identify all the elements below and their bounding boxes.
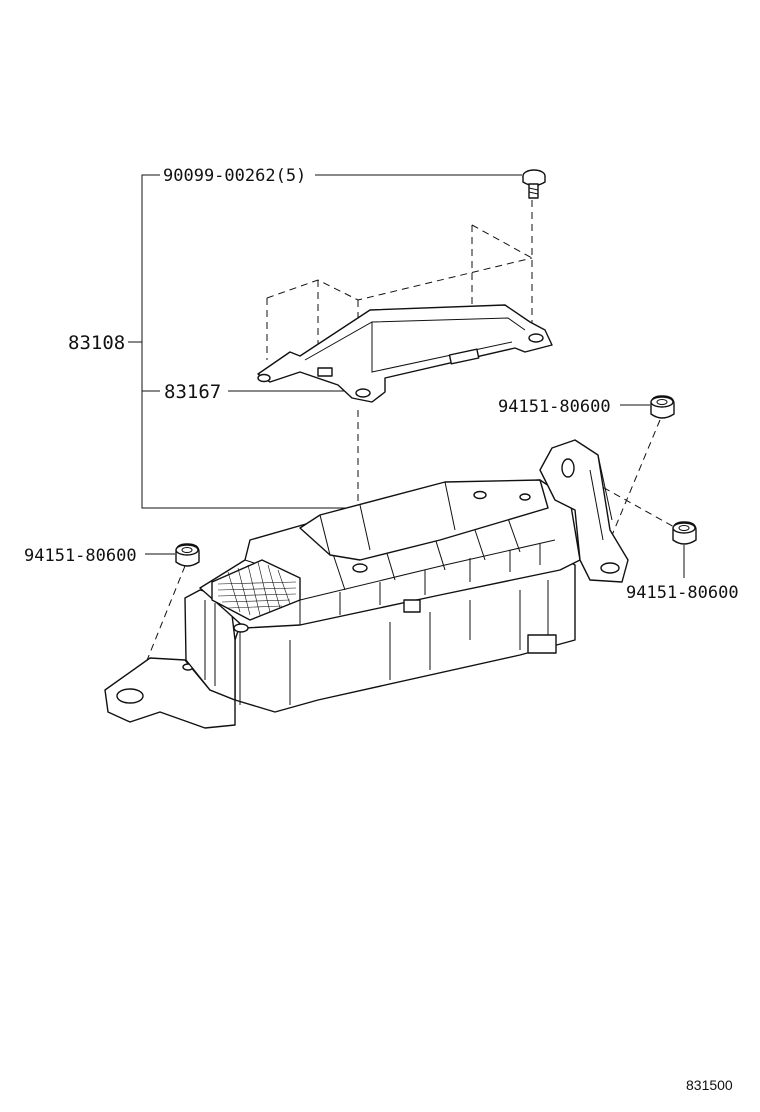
callout-grommet-right-top: 94151-80600: [498, 397, 611, 417]
figure-reference-number: 831500: [686, 1077, 733, 1093]
bracket-icon: [257, 304, 553, 403]
grommet-left-icon: [175, 543, 200, 567]
main-unit-icon: [104, 439, 629, 729]
leader-lines: [128, 174, 685, 578]
callout-grommet-left: 94151-80600: [24, 546, 137, 566]
screw-icon: [522, 169, 546, 199]
callout-bracket: 83167: [164, 381, 221, 403]
grommet-right-top-icon: [650, 395, 675, 419]
callout-grommet-right-bottom: 94151-80600: [626, 583, 739, 603]
callout-assembly: 83108: [68, 332, 125, 354]
grommet-right-bottom-icon: [672, 521, 697, 545]
callout-screw: 90099-00262(5): [163, 166, 306, 186]
